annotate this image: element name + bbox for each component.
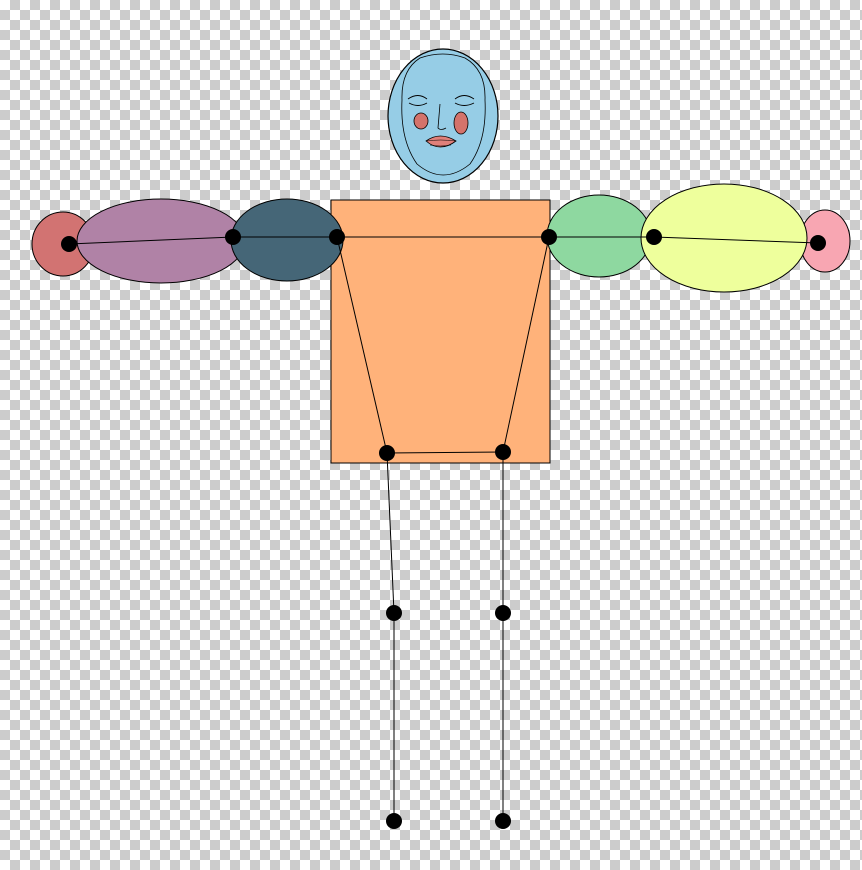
joint-right-knee[interactable] (495, 605, 511, 621)
right-forearm-part[interactable] (640, 183, 808, 293)
bone-left-thigh (386, 452, 395, 614)
face-outline (401, 53, 486, 176)
bone-left-forearm (68, 236, 234, 245)
left-forearm-part[interactable] (76, 198, 246, 284)
left-upper-arm-part[interactable] (230, 198, 344, 282)
joint-right-ankle[interactable] (495, 813, 511, 829)
joint-left-ankle[interactable] (386, 813, 402, 829)
nose (437, 103, 447, 130)
torso-part[interactable] (330, 199, 551, 464)
bone-right-forearm (653, 236, 819, 244)
right-cheek (453, 111, 469, 135)
joint-left-knee[interactable] (386, 605, 402, 621)
joint-right-hip[interactable] (495, 444, 511, 460)
bone-pelvis (386, 451, 504, 454)
joint-left-hip[interactable] (379, 445, 395, 461)
right-eye (454, 95, 475, 106)
head-part[interactable] (387, 48, 499, 184)
left-cheek (413, 112, 429, 130)
joint-right-shoulder[interactable] (541, 229, 557, 245)
left-eye (407, 95, 428, 106)
bone-left-spine (336, 236, 388, 454)
skeleton-bones (68, 236, 819, 821)
joint-right-wrist[interactable] (810, 235, 826, 251)
joint-left-elbow[interactable] (225, 229, 241, 245)
joint-left-shoulder[interactable] (329, 229, 345, 245)
skeleton-joints (61, 229, 826, 829)
bone-right-spine (502, 236, 550, 453)
joint-left-wrist[interactable] (61, 236, 77, 252)
right-upper-arm-part[interactable] (546, 194, 652, 278)
joint-right-elbow[interactable] (646, 229, 662, 245)
lip-lines (426, 139, 456, 147)
